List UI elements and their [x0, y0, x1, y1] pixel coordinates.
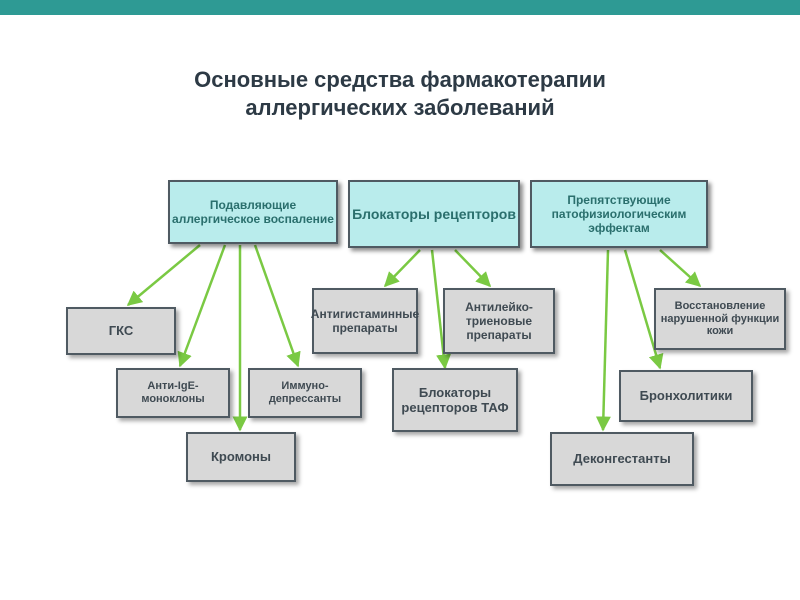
drug-decongestants: Деконгестанты: [550, 432, 694, 486]
category-prevent-label: Препятствующие патофизиологическим эффек…: [551, 192, 687, 236]
category-prevent-effects: Препятствующие патофизиологическим эффек…: [530, 180, 708, 248]
top-accent-bar: [0, 0, 800, 15]
drug-skin-restoration: Восстановление нарушенной функции кожи: [654, 288, 786, 350]
category-receptor-blockers: Блокаторы рецепторов: [348, 180, 520, 248]
drug-cromones: Кромоны: [186, 432, 296, 482]
drug-taf-label: Блокаторы рецепторов ТАФ: [401, 384, 509, 415]
drug-antihist-label: Антигистаминные препараты: [310, 306, 420, 335]
drug-decong-label: Деконгестанты: [573, 451, 671, 467]
drug-skin-label: Восстановление нарушенной функции кожи: [660, 299, 780, 338]
drug-anti-ige-label: Анти-IgE-моноклоны: [141, 380, 205, 405]
arrow-suppress-immuno: [253, 244, 301, 368]
drug-antihistamines: Антигистаминные препараты: [310, 288, 420, 354]
drug-antileuko-label: Антилейко-триеновые препараты: [465, 299, 533, 343]
drug-gks: ГКС: [66, 307, 176, 355]
drug-bronchodilators: Бронхолитики: [619, 370, 753, 422]
drug-taf-blockers: Блокаторы рецепторов ТАФ: [392, 368, 518, 432]
slide-title: Основные средства фармакотерапии аллерги…: [0, 66, 800, 122]
drug-gks-label: ГКС: [108, 323, 134, 339]
drug-immuno-label: Иммуно-депрессанты: [268, 380, 342, 405]
title-line-1: Основные средства фармакотерапии: [194, 67, 606, 92]
arrow-blockers-taf: [430, 249, 451, 370]
drug-broncho-label: Бронхолитики: [639, 388, 733, 404]
drug-immunosuppressants: Иммуно-депрессанты: [248, 368, 362, 418]
arrow-suppress-gks: [126, 244, 201, 306]
arrow-prevent-skin: [659, 249, 702, 288]
category-suppress-label: Подавляющие аллергическое воспаление: [172, 197, 334, 226]
arrow-blockers-antihist: [383, 249, 421, 288]
category-blockers-label: Блокаторы рецепторов: [352, 205, 516, 222]
arrow-blockers-antileuko: [454, 249, 492, 288]
category-suppress-inflammation: Подавляющие аллергическое воспаление: [168, 180, 338, 244]
drug-antileukotrienes: Антилейко-триеновые препараты: [443, 288, 555, 354]
arrow-suppress-anti-ige: [177, 244, 227, 368]
drug-anti-ige: Анти-IgE-моноклоны: [116, 368, 230, 418]
title-line-2: аллергических заболеваний: [245, 95, 555, 120]
drug-cromones-label: Кромоны: [211, 449, 271, 465]
arrow-prevent-decong: [595, 249, 611, 432]
